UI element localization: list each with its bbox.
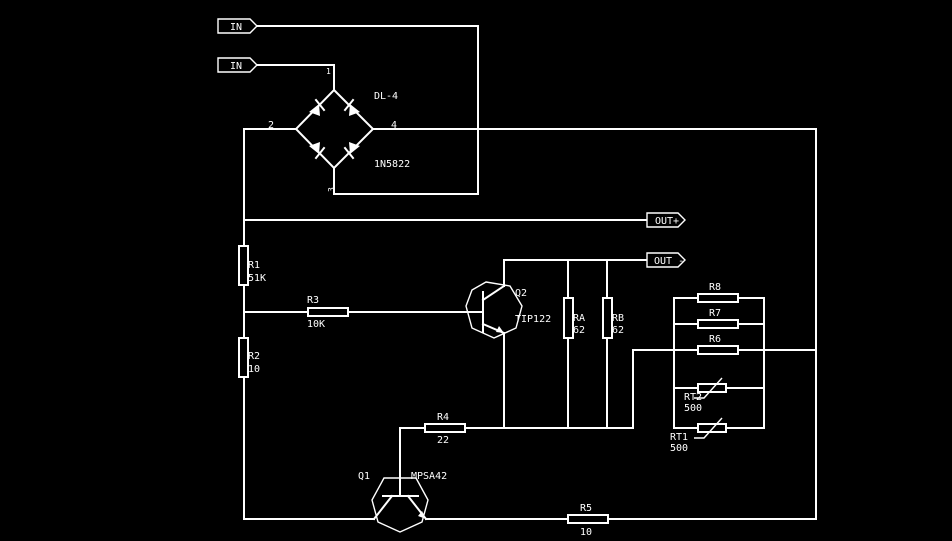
r5-value: 10	[580, 527, 592, 538]
wire-r4-to-q1	[399, 427, 426, 488]
resistor-r3: R3 10K	[307, 295, 349, 330]
resistor-r6: R6	[697, 334, 739, 355]
bridge-diode-bottom-right	[343, 142, 360, 160]
r5-ref: R5	[580, 503, 592, 514]
wire-network-left-bus	[673, 297, 699, 429]
transistor-q1: Q1 MPSA42	[358, 471, 447, 533]
r3-value: 10K	[307, 319, 325, 330]
bridge-pin-3: 3	[327, 187, 336, 192]
bridge-rectifier: 1 2 3 4 DL-4 1N5822	[268, 67, 410, 192]
wire-network-right-bus	[737, 297, 765, 429]
resistor-r8: R8	[697, 282, 739, 303]
port-in-2-label: IN	[230, 61, 242, 72]
thermistor-rt2: RT2 500	[684, 377, 727, 414]
q1-ref: Q1	[358, 471, 370, 482]
r8-ref: R8	[709, 282, 721, 293]
wire-q2-collector-out-minus	[503, 259, 648, 287]
bridge-diode-bottom-left	[309, 142, 326, 160]
q2-ref: Q2	[515, 288, 527, 299]
rt1-value: 500	[670, 443, 688, 454]
bridge-pin-4: 4	[391, 120, 397, 131]
r6-ref: R6	[709, 334, 721, 345]
rb-value: 62	[612, 325, 624, 336]
ra-value: 62	[573, 325, 585, 336]
port-in-1-label: IN	[230, 22, 242, 33]
ra-ref: RA	[573, 313, 585, 324]
resistor-r5: R5 10	[567, 503, 609, 538]
r2-value: 10	[248, 364, 260, 375]
wire-to-r6	[632, 349, 699, 429]
port-out-plus-label: OUT+	[655, 216, 679, 227]
wire-in2-to-pin1	[256, 64, 335, 91]
port-in-2: IN	[217, 57, 258, 73]
bridge-pin-2: 2	[268, 120, 274, 131]
port-out-minus: OUT -	[646, 252, 686, 268]
r4-value: 22	[437, 435, 449, 446]
resistor-r7: R7	[697, 308, 739, 329]
bridge-pin-1: 1	[326, 67, 331, 76]
wire-pin2-left-rail	[243, 128, 297, 247]
wire-pin4-right-rail	[372, 128, 817, 520]
q1-part: MPSA42	[411, 471, 447, 482]
thermistor-rt1: RT1 500	[670, 417, 727, 454]
resistor-r4: R4 22	[424, 412, 466, 446]
rt1-ref: RT1	[670, 432, 688, 443]
bridge-ref: DL-4	[374, 91, 398, 102]
resistor-r2: R2 10	[238, 337, 260, 378]
resistor-r1: R1 51K	[238, 245, 266, 286]
r1-value: 51K	[248, 273, 266, 284]
r4-ref: R4	[437, 412, 449, 423]
bridge-diode-top-left	[309, 98, 326, 116]
q2-part: TIP122	[515, 314, 551, 325]
rt2-ref: RT2	[684, 392, 702, 403]
resistor-rb: RB 62	[602, 297, 624, 339]
wire-in1-to-pin3	[256, 25, 479, 195]
r7-ref: R7	[709, 308, 721, 319]
r3-ref: R3	[307, 295, 319, 306]
port-out-plus: OUT+	[646, 212, 686, 228]
rb-ref: RB	[612, 313, 624, 324]
rt2-value: 500	[684, 403, 702, 414]
transistor-q2: Q2 TIP122	[465, 281, 551, 339]
port-out-minus-label: OUT -	[654, 256, 684, 267]
port-in-1: IN	[217, 18, 258, 34]
bridge-diode-top-right	[343, 98, 360, 116]
resistor-ra: RA 62	[563, 297, 585, 339]
wires	[243, 25, 817, 520]
bridge-part: 1N5822	[374, 159, 410, 170]
r1-ref: R1	[248, 260, 260, 271]
r2-ref: R2	[248, 351, 260, 362]
